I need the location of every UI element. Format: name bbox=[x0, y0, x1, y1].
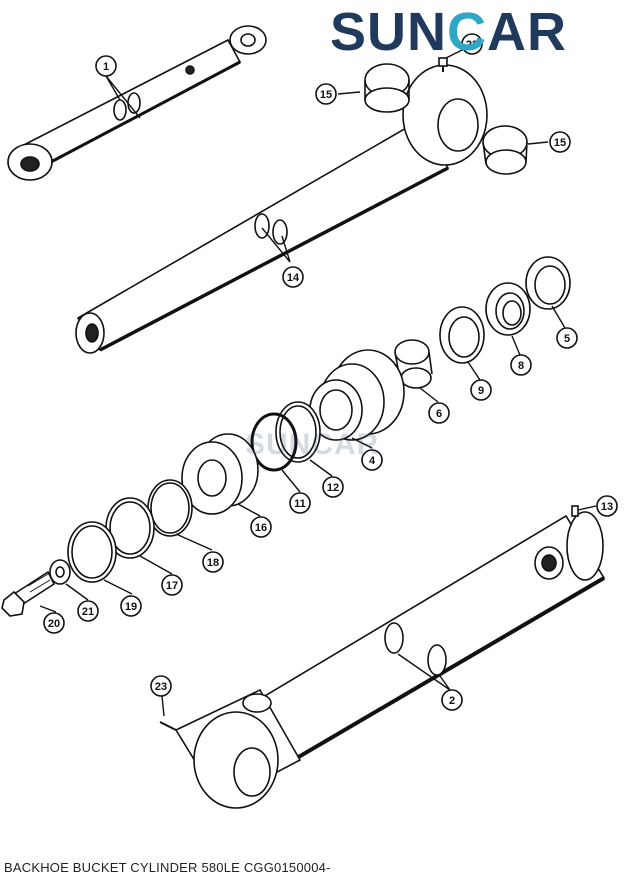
ring-5 bbox=[525, 256, 571, 310]
svg-text:15: 15 bbox=[554, 137, 566, 149]
svg-text:6: 6 bbox=[436, 408, 442, 420]
callout-9: 9 bbox=[470, 379, 492, 401]
cylinder-barrel bbox=[159, 505, 606, 809]
svg-text:15: 15 bbox=[320, 89, 332, 101]
svg-text:1: 1 bbox=[103, 61, 109, 73]
callout-8: 8 bbox=[510, 354, 532, 376]
svg-text:19: 19 bbox=[125, 601, 137, 613]
callout-15-right: 15 bbox=[549, 131, 571, 153]
diagram-caption: BACKHOE BUCKET CYLINDER 580LE CGG0150004… bbox=[4, 860, 331, 875]
callout-22: 22 bbox=[461, 33, 483, 55]
piston-16 bbox=[181, 433, 259, 515]
bushing-right bbox=[482, 125, 528, 175]
svg-text:8: 8 bbox=[518, 360, 524, 372]
callouts bbox=[39, 45, 597, 717]
svg-text:5: 5 bbox=[564, 333, 570, 345]
callout-12: 12 bbox=[322, 476, 344, 498]
ring-19 bbox=[67, 521, 117, 583]
svg-text:20: 20 bbox=[48, 618, 60, 630]
seal-9 bbox=[439, 306, 485, 364]
svg-text:23: 23 bbox=[155, 681, 167, 693]
callout-19: 19 bbox=[120, 595, 142, 617]
svg-text:16: 16 bbox=[255, 522, 267, 534]
logo-part-a: SUN bbox=[330, 2, 448, 62]
piston-rod bbox=[75, 57, 488, 354]
svg-text:11: 11 bbox=[294, 498, 306, 510]
callout-1: 1 bbox=[95, 55, 117, 77]
callout-11: 11 bbox=[289, 492, 311, 514]
callout-18: 18 bbox=[202, 551, 224, 573]
ring-17 bbox=[105, 497, 155, 559]
svg-text:13: 13 bbox=[601, 501, 613, 513]
bearing-6 bbox=[394, 339, 433, 389]
svg-text:21: 21 bbox=[82, 606, 94, 618]
callout-6: 6 bbox=[428, 402, 450, 424]
callout-20: 20 bbox=[43, 612, 65, 634]
oring-11 bbox=[250, 412, 298, 472]
svg-text:12: 12 bbox=[327, 482, 339, 494]
svg-text:14: 14 bbox=[287, 272, 300, 284]
callout-labels: 1 2 4 5 6 8 9 11 12 13 14 15 15 16 17 18… bbox=[43, 33, 618, 711]
wiper-8 bbox=[485, 282, 531, 336]
brand-logo: SUNCAR bbox=[330, 4, 567, 60]
callout-2: 2 bbox=[441, 689, 463, 711]
svg-text:4: 4 bbox=[369, 455, 376, 467]
callout-14: 14 bbox=[282, 266, 304, 288]
ring-12 bbox=[275, 401, 321, 463]
svg-text:17: 17 bbox=[166, 580, 178, 592]
svg-text:2: 2 bbox=[449, 695, 455, 707]
callout-21: 21 bbox=[77, 600, 99, 622]
svg-text:22: 22 bbox=[466, 39, 478, 51]
callout-16: 16 bbox=[250, 516, 272, 538]
svg-text:18: 18 bbox=[207, 557, 219, 569]
gland-4 bbox=[309, 349, 405, 441]
callout-17: 17 bbox=[161, 574, 183, 596]
callout-5: 5 bbox=[556, 327, 578, 349]
svg-text:9: 9 bbox=[478, 385, 484, 397]
callout-13: 13 bbox=[596, 495, 618, 517]
overview-cylinder bbox=[7, 25, 267, 181]
bushing-left bbox=[364, 63, 410, 113]
callout-4: 4 bbox=[361, 449, 383, 471]
logo-part-c: AR bbox=[487, 2, 568, 62]
logo-part-b: C bbox=[447, 2, 488, 62]
callout-15-left: 15 bbox=[315, 83, 337, 105]
washer-21 bbox=[49, 559, 71, 585]
watermark: SUNCAR bbox=[245, 428, 380, 461]
bolt-20 bbox=[1, 570, 56, 617]
callout-23: 23 bbox=[150, 675, 172, 697]
